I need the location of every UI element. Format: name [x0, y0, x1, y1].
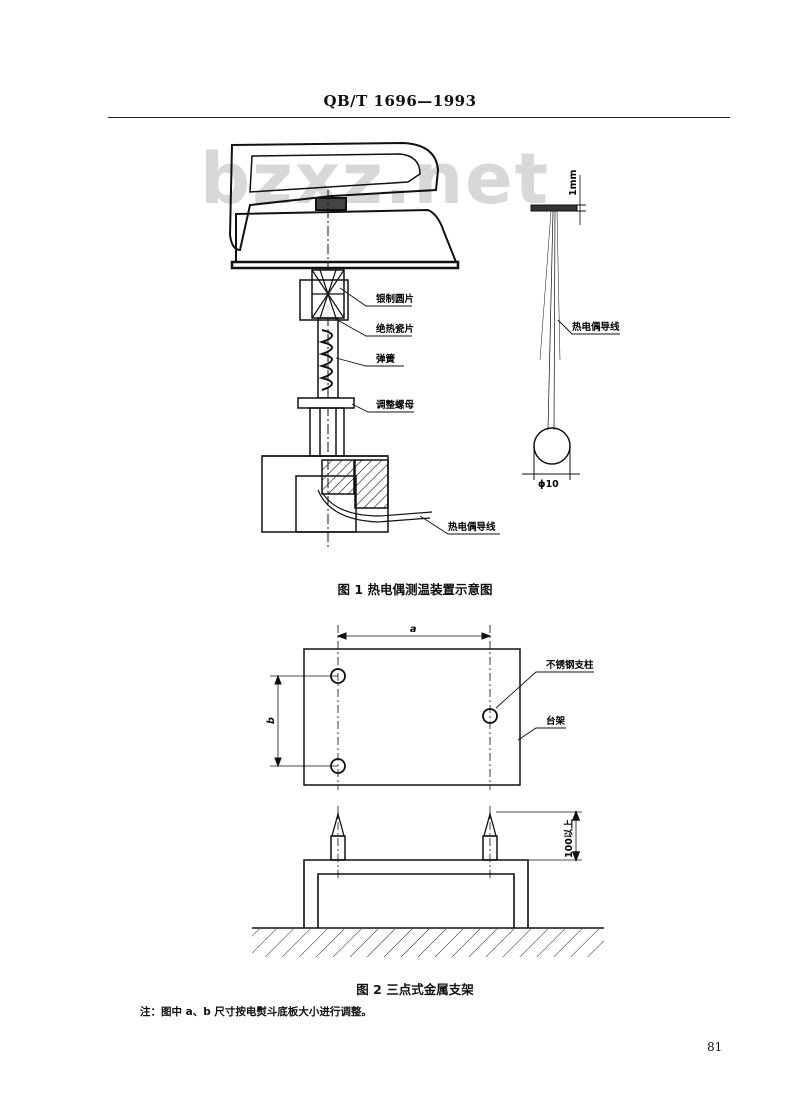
header-rule [108, 117, 730, 118]
label-dim-diameter: ϕ10 [538, 479, 559, 490]
figure2-caption: 图 2 三点式金属支架 [356, 982, 474, 997]
page-number: 81 [707, 1040, 723, 1054]
watermark: bzxz.net [200, 138, 551, 220]
label-dim-a: a [410, 624, 416, 635]
label-dim-thickness: 1mm [568, 169, 579, 196]
label-thermocouple-wire-right: 热电偶导线 [572, 321, 620, 333]
figure-note: 注：图中 a、b 尺寸按电熨斗底板大小进行调整。 [140, 1006, 372, 1018]
ground [252, 927, 604, 957]
figure1-leaders [333, 287, 500, 535]
figure2-side-view [303, 806, 582, 928]
label-spring: 弹簧 [376, 353, 396, 365]
base-block [261, 455, 389, 533]
probe-assembly [297, 269, 355, 457]
label-silver-disc: 银制圆片 [376, 293, 414, 305]
figure2-top-view [270, 625, 594, 790]
thermocouple-lead [317, 489, 431, 523]
iron [228, 141, 460, 270]
label-dim-height: 100以上 [563, 819, 575, 858]
thermocouple-detail [522, 175, 620, 480]
label-insulating-ceramic: 绝热瓷片 [376, 323, 414, 335]
label-dim-b: b [266, 717, 277, 724]
standard-header: QB/T 1696—1993 [323, 92, 477, 110]
label-stainless-pillar: 不锈钢支柱 [546, 659, 594, 671]
label-adjusting-nut: 调整螺母 [376, 399, 415, 411]
label-thermocouple-wire-bottom: 热电偶导线 [448, 521, 496, 533]
label-stand: 台架 [546, 715, 566, 727]
figure1-caption: 图 1 热电偶测温装置示意图 [337, 582, 493, 597]
